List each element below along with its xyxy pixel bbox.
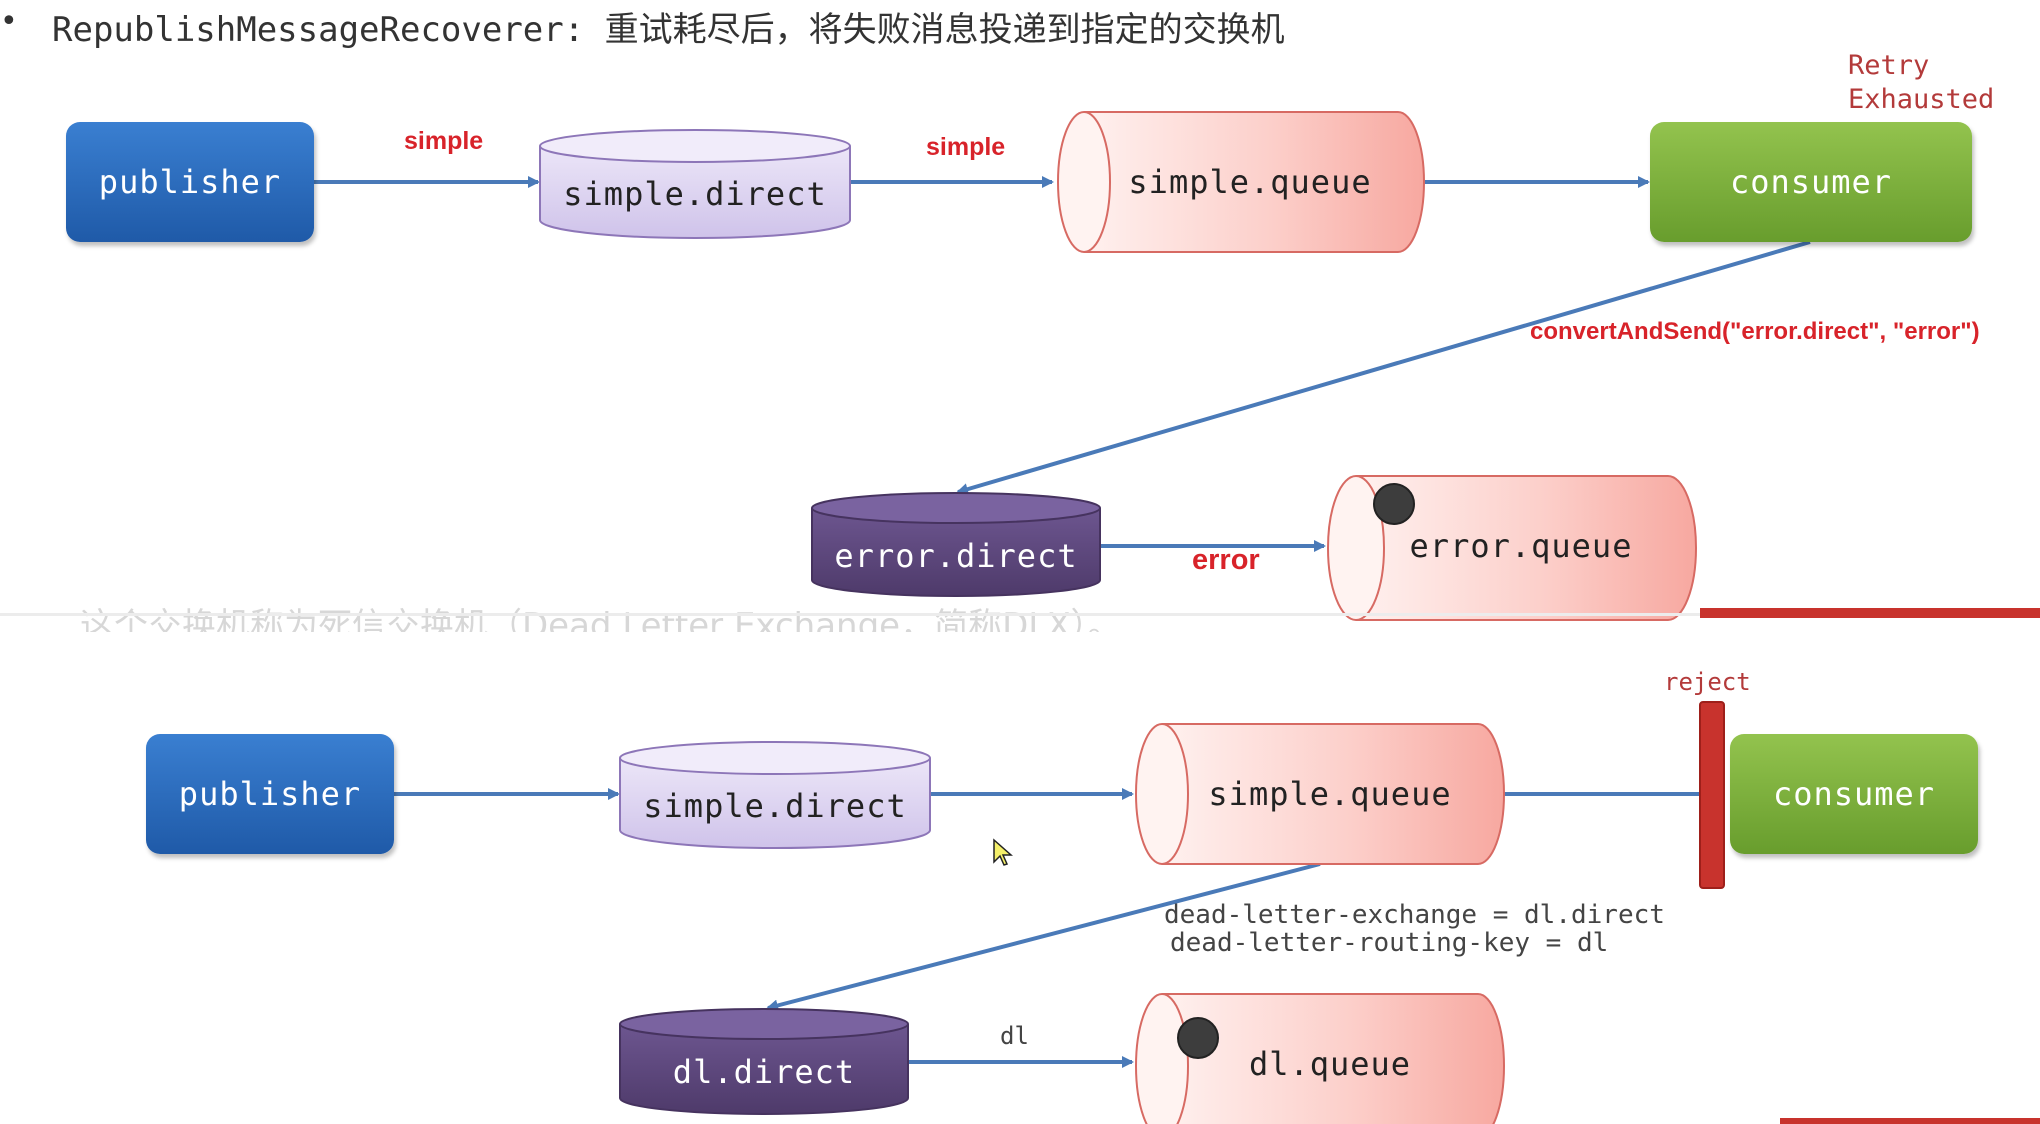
convert-and-send-label: convertAndSend("error.direct", "error") xyxy=(1530,318,1980,345)
top-consumer-label: consumer xyxy=(1729,163,1893,201)
bottom-publisher-label: publisher xyxy=(178,775,362,813)
bottom-publisher-box: publisher xyxy=(146,734,394,854)
edge-label-simple-1: simple xyxy=(404,127,484,155)
arrow-queue-to-dl-exchange xyxy=(766,862,1321,1012)
dl-exchange-cylinder xyxy=(619,1008,909,1115)
edge-label-dl: dl xyxy=(1000,1022,1029,1050)
top-queue-cylinder xyxy=(1057,111,1425,253)
dl-queue-cylinder xyxy=(1135,993,1505,1124)
mouse-cursor-icon xyxy=(993,838,1013,866)
retry-exhausted-label-line2: Exhausted xyxy=(1848,84,1995,115)
bottom-queue-cylinder xyxy=(1135,723,1505,865)
error-exchange-cylinder xyxy=(811,492,1101,597)
error-queue-cylinder xyxy=(1327,475,1697,621)
dead-letter-exchange-line: dead-letter-exchange = dl.direct xyxy=(1164,900,1665,930)
arrow-consumer-to-error-exchange xyxy=(956,240,1811,495)
reject-bar xyxy=(1699,701,1725,889)
dl-queue-message-dot xyxy=(1177,1017,1219,1059)
slide-accent-bar-bottom xyxy=(1780,1118,2040,1124)
top-consumer-box: consumer xyxy=(1650,122,1972,242)
top-exchange-cylinder xyxy=(539,129,851,239)
header-text: RepublishMessageRecoverer: 重试耗尽后，将失败消息投递… xyxy=(52,10,1285,50)
edge-label-error: error xyxy=(1192,544,1260,576)
retry-exhausted-label-line1: Retry xyxy=(1848,50,1930,81)
dead-letter-routing-key-line: dead-letter-routing-key = dl xyxy=(1170,928,1609,958)
top-publisher-box: publisher xyxy=(66,122,314,242)
bottom-consumer-box: consumer xyxy=(1730,734,1978,854)
reject-label: reject xyxy=(1664,668,1751,696)
bottom-exchange-cylinder xyxy=(619,741,931,849)
bottom-consumer-label: consumer xyxy=(1772,775,1936,813)
slide-separator xyxy=(0,613,2040,616)
header-bullet: • xyxy=(0,4,18,39)
partial-slide-text: 这个交换机称为死信交换机（Dead Letter Exchange，简称DLX）… xyxy=(80,606,1122,632)
error-queue-message-dot xyxy=(1373,483,1415,525)
slide-accent-bar-top xyxy=(1700,608,2040,618)
top-publisher-label: publisher xyxy=(98,163,282,201)
edge-label-simple-2: simple xyxy=(926,133,1006,161)
